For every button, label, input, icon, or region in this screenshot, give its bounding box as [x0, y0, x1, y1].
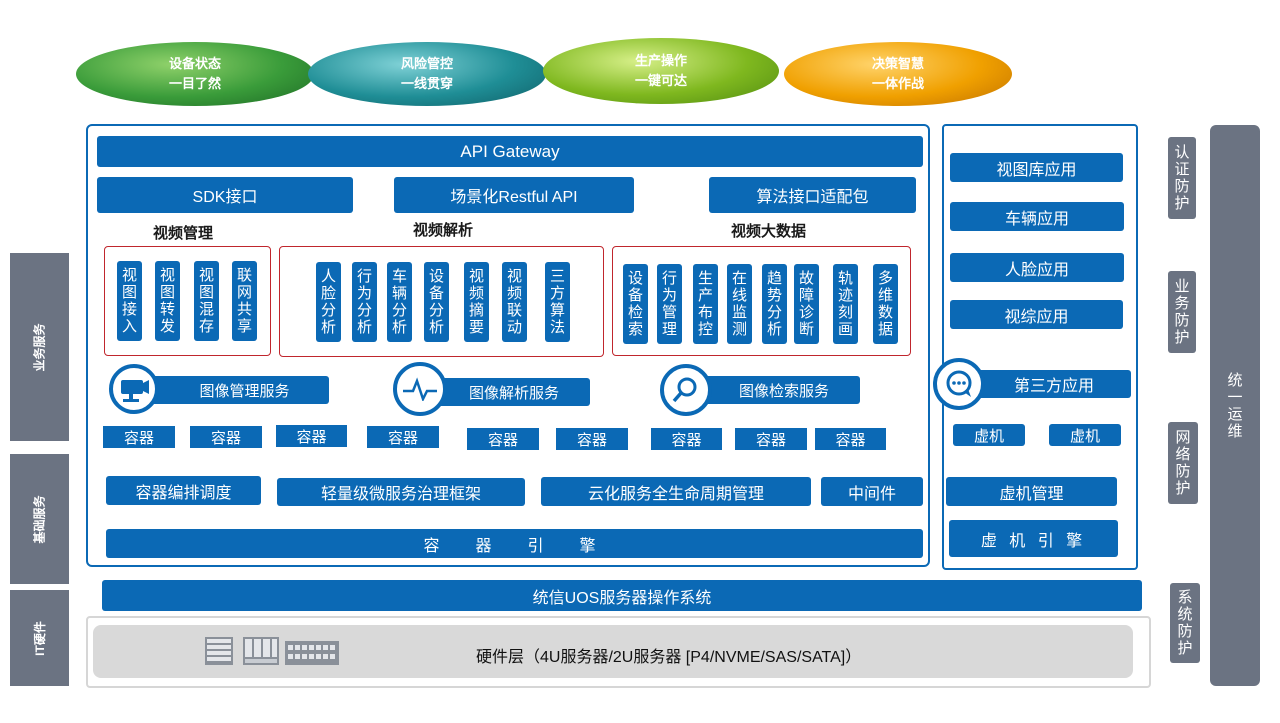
- left-label-base: 基础服务: [10, 454, 69, 584]
- app-view-library: 视图库应用: [950, 153, 1123, 182]
- item-trajectory: 轨迹刻画: [833, 264, 858, 344]
- item-device-analysis: 设备分析: [424, 262, 449, 342]
- container-engine: 容 器 引 擎: [106, 529, 923, 558]
- waveform-icon: [393, 362, 447, 416]
- section-title-video-mgmt: 视频管理: [153, 225, 214, 242]
- restful-api: 场景化Restful API: [394, 177, 634, 213]
- container-1: 容器: [103, 426, 175, 448]
- left-label-business: 业务服务: [10, 253, 69, 441]
- container-7: 容器: [651, 428, 722, 450]
- app-vehicle: 车辆应用: [950, 202, 1124, 231]
- vm-2: 虚机: [1049, 424, 1121, 446]
- item-behavior-analysis: 行为分析: [352, 262, 377, 342]
- goal-line1: 决策智慧: [871, 56, 924, 71]
- algorithm-adapter: 算法接口适配包: [709, 177, 916, 213]
- cloud-lifecycle: 云化服务全生命周期管理: [541, 477, 811, 506]
- goal-line1: 生产操作: [634, 53, 687, 68]
- goal-line2: 一键可达: [634, 73, 687, 88]
- search-icon: [660, 364, 712, 416]
- item-third-algorithm: 三方算法: [545, 262, 570, 342]
- image-analysis-service: 图像解析服务: [420, 378, 590, 406]
- container-9: 容器: [815, 428, 886, 450]
- image-mgmt-service: 图像管理服务: [140, 376, 329, 404]
- item-device-search: 设备检索: [623, 264, 648, 344]
- container-2: 容器: [190, 426, 262, 448]
- os-layer: 统信UOS服务器操作系统: [102, 580, 1142, 611]
- goal-line2: 一目了然: [168, 76, 221, 91]
- sdk-interface: SDK接口: [97, 177, 353, 213]
- middleware: 中间件: [821, 477, 923, 506]
- network-protection: 网络防护: [1168, 422, 1198, 504]
- container-5: 容器: [467, 428, 539, 450]
- main-frame: [86, 124, 930, 567]
- goal-line1: 设备状态: [168, 56, 221, 71]
- item-production-control: 生产布控: [693, 264, 718, 344]
- item-video-linkage: 视频联动: [502, 262, 527, 342]
- container-6: 容器: [556, 428, 628, 450]
- hardware-frame: [86, 616, 1151, 688]
- video-bigdata-frame: [612, 246, 911, 356]
- microservice-framework: 轻量级微服务治理框架: [277, 478, 525, 506]
- image-search-service: 图像检索服务: [690, 376, 860, 404]
- camera-icon: [109, 364, 159, 414]
- item-vehicle-analysis: 车辆分析: [387, 262, 412, 342]
- item-network-share: 联网共享: [232, 261, 257, 341]
- container-4: 容器: [367, 426, 439, 448]
- app-integrated: 视综应用: [950, 300, 1123, 329]
- business-protection: 业务防护: [1168, 271, 1196, 353]
- goal-production: 生产操作 一键可达: [543, 38, 779, 104]
- vm-management: 虚机管理: [946, 477, 1117, 506]
- container-orchestration: 容器编排调度: [106, 476, 261, 505]
- container-8: 容器: [735, 428, 807, 450]
- goal-device-status: 设备状态 一目了然: [76, 42, 314, 106]
- goal-line2: 一体作战: [871, 76, 924, 91]
- goal-decision: 决策智慧 一体作战: [784, 42, 1012, 106]
- chat-icon: [933, 358, 985, 410]
- item-face-analysis: 人脸分析: [316, 262, 341, 342]
- auth-protection: 认证防护: [1168, 137, 1196, 219]
- vm-1: 虚机: [953, 424, 1025, 446]
- goal-line2: 一线贯穿: [400, 76, 453, 91]
- item-fault-diagnosis: 故障诊断: [794, 264, 819, 344]
- left-label-it: IT硬件: [10, 590, 69, 686]
- item-online-monitor: 在线监测: [727, 264, 752, 344]
- goal-line1: 风险管控: [400, 56, 453, 71]
- video-analysis-frame: [279, 246, 604, 357]
- section-title-video-bigdata: 视频大数据: [731, 223, 807, 240]
- app-frame: [942, 124, 1138, 570]
- api-gateway: API Gateway: [97, 136, 923, 167]
- third-party-app: 第三方应用: [957, 370, 1131, 398]
- unified-ops: 统一运维: [1210, 125, 1260, 686]
- video-mgmt-frame: [104, 246, 271, 356]
- vm-engine: 虚 机 引 擎: [949, 520, 1118, 557]
- item-behavior-mgmt: 行为管理: [657, 264, 682, 344]
- app-face: 人脸应用: [950, 253, 1124, 282]
- hardware-label: 硬件层（4U服务器/2U服务器 [P4/NVME/SAS/SATA]）: [476, 649, 862, 666]
- item-view-access: 视图接入: [117, 261, 142, 341]
- storage-rack-icon: [242, 636, 280, 671]
- server-tower-icon: [204, 636, 234, 671]
- network-switch-icon: [284, 640, 340, 671]
- item-multidim-data: 多维数据: [873, 264, 898, 344]
- item-view-mixed: 视图混存: [194, 261, 219, 341]
- goal-risk-control: 风险管控 一线贯穿: [308, 42, 546, 106]
- item-trend-analysis: 趋势分析: [762, 264, 787, 344]
- item-view-forward: 视图转发: [155, 261, 180, 341]
- container-3: 容器: [276, 425, 347, 447]
- item-video-summary: 视频摘要: [464, 262, 489, 342]
- system-protection: 系统防护: [1170, 583, 1200, 663]
- section-title-video-analysis: 视频解析: [413, 222, 474, 239]
